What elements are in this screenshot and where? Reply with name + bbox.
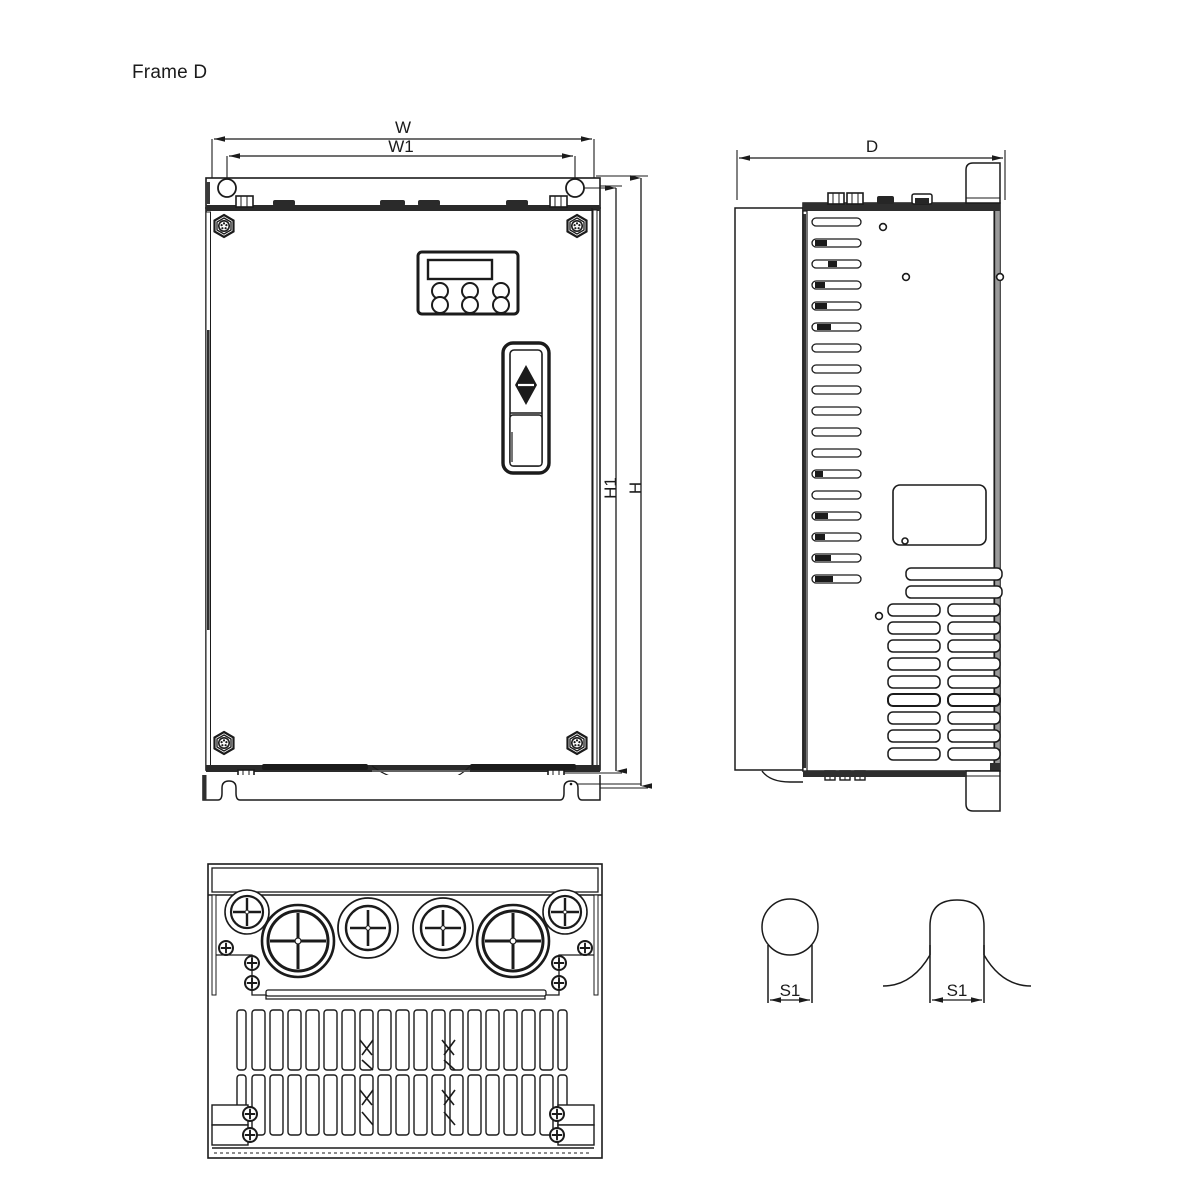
dimension-label-d: D	[866, 137, 878, 156]
dimension-d: D	[736, 137, 1006, 200]
side-vent-grid	[887, 567, 1003, 761]
bottom-fin-marks	[359, 1039, 456, 1126]
diamond-arrow-icon	[515, 365, 537, 405]
bottom-fins-lower	[236, 1074, 568, 1136]
page-title: Frame D	[132, 62, 208, 83]
keypad-button-4[interactable]	[431, 296, 449, 314]
knockout-medium-1	[337, 897, 399, 959]
keypad-panel[interactable]	[416, 250, 520, 316]
side-vent-slots-left	[811, 217, 862, 584]
detail-s1-round: S1	[761, 898, 819, 1003]
knockout-small-left	[224, 889, 270, 935]
front-body-outline	[205, 177, 601, 771]
bottom-side-rails	[211, 1104, 595, 1154]
bottom-fins-upper	[236, 1009, 568, 1071]
port-cover[interactable]	[501, 341, 551, 475]
keypad-button-6[interactable]	[492, 296, 510, 314]
side-top-mount-tab	[965, 162, 1001, 204]
side-nameplate	[892, 484, 987, 546]
knockout-small-right	[542, 889, 588, 935]
front-screw-top-right	[566, 213, 588, 239]
dimension-label-w1: W1	[388, 137, 414, 156]
front-screw-bottom-right	[566, 730, 588, 756]
bottom-view	[207, 863, 603, 1159]
detail-s1-slot: S1	[882, 899, 1032, 1003]
side-bottom-connectors	[761, 770, 966, 783]
front-screw-top-left	[213, 213, 235, 239]
dimension-s1-right: S1	[932, 981, 982, 1003]
bottom-knockouts	[224, 889, 588, 979]
dimension-label-w: W	[395, 118, 411, 137]
knockout-medium-2	[412, 897, 474, 959]
dimension-w1: W1	[226, 137, 576, 188]
side-bottom-mount-tab	[965, 770, 1001, 812]
dimension-s1-left: S1	[770, 981, 810, 1003]
front-top-clips	[235, 195, 568, 208]
front-bottom-mount-flange	[202, 775, 641, 801]
dimension-label-h: H	[626, 482, 645, 494]
knockout-large-left	[260, 903, 336, 979]
side-top-connectors	[827, 192, 933, 205]
dimension-w: W	[211, 118, 595, 182]
side-screw-holes	[874, 222, 1005, 621]
keypad-button-5[interactable]	[461, 296, 479, 314]
side-view: D	[734, 137, 1006, 812]
side-back-plate	[734, 207, 804, 771]
dimension-label-s1-right: S1	[947, 981, 968, 1000]
dimension-h: H	[596, 175, 652, 789]
lcd-display	[426, 258, 494, 281]
front-screw-bottom-left	[213, 730, 235, 756]
front-mounting-hole-left	[217, 178, 237, 198]
dimension-h1: H1	[600, 185, 627, 774]
front-view: W W1 H1 H	[202, 118, 652, 801]
knockout-large-right	[475, 903, 551, 979]
front-mounting-hole-right	[565, 178, 585, 198]
dimension-label-s1-left: S1	[780, 981, 801, 1000]
dimension-label-h1: H1	[601, 477, 620, 499]
